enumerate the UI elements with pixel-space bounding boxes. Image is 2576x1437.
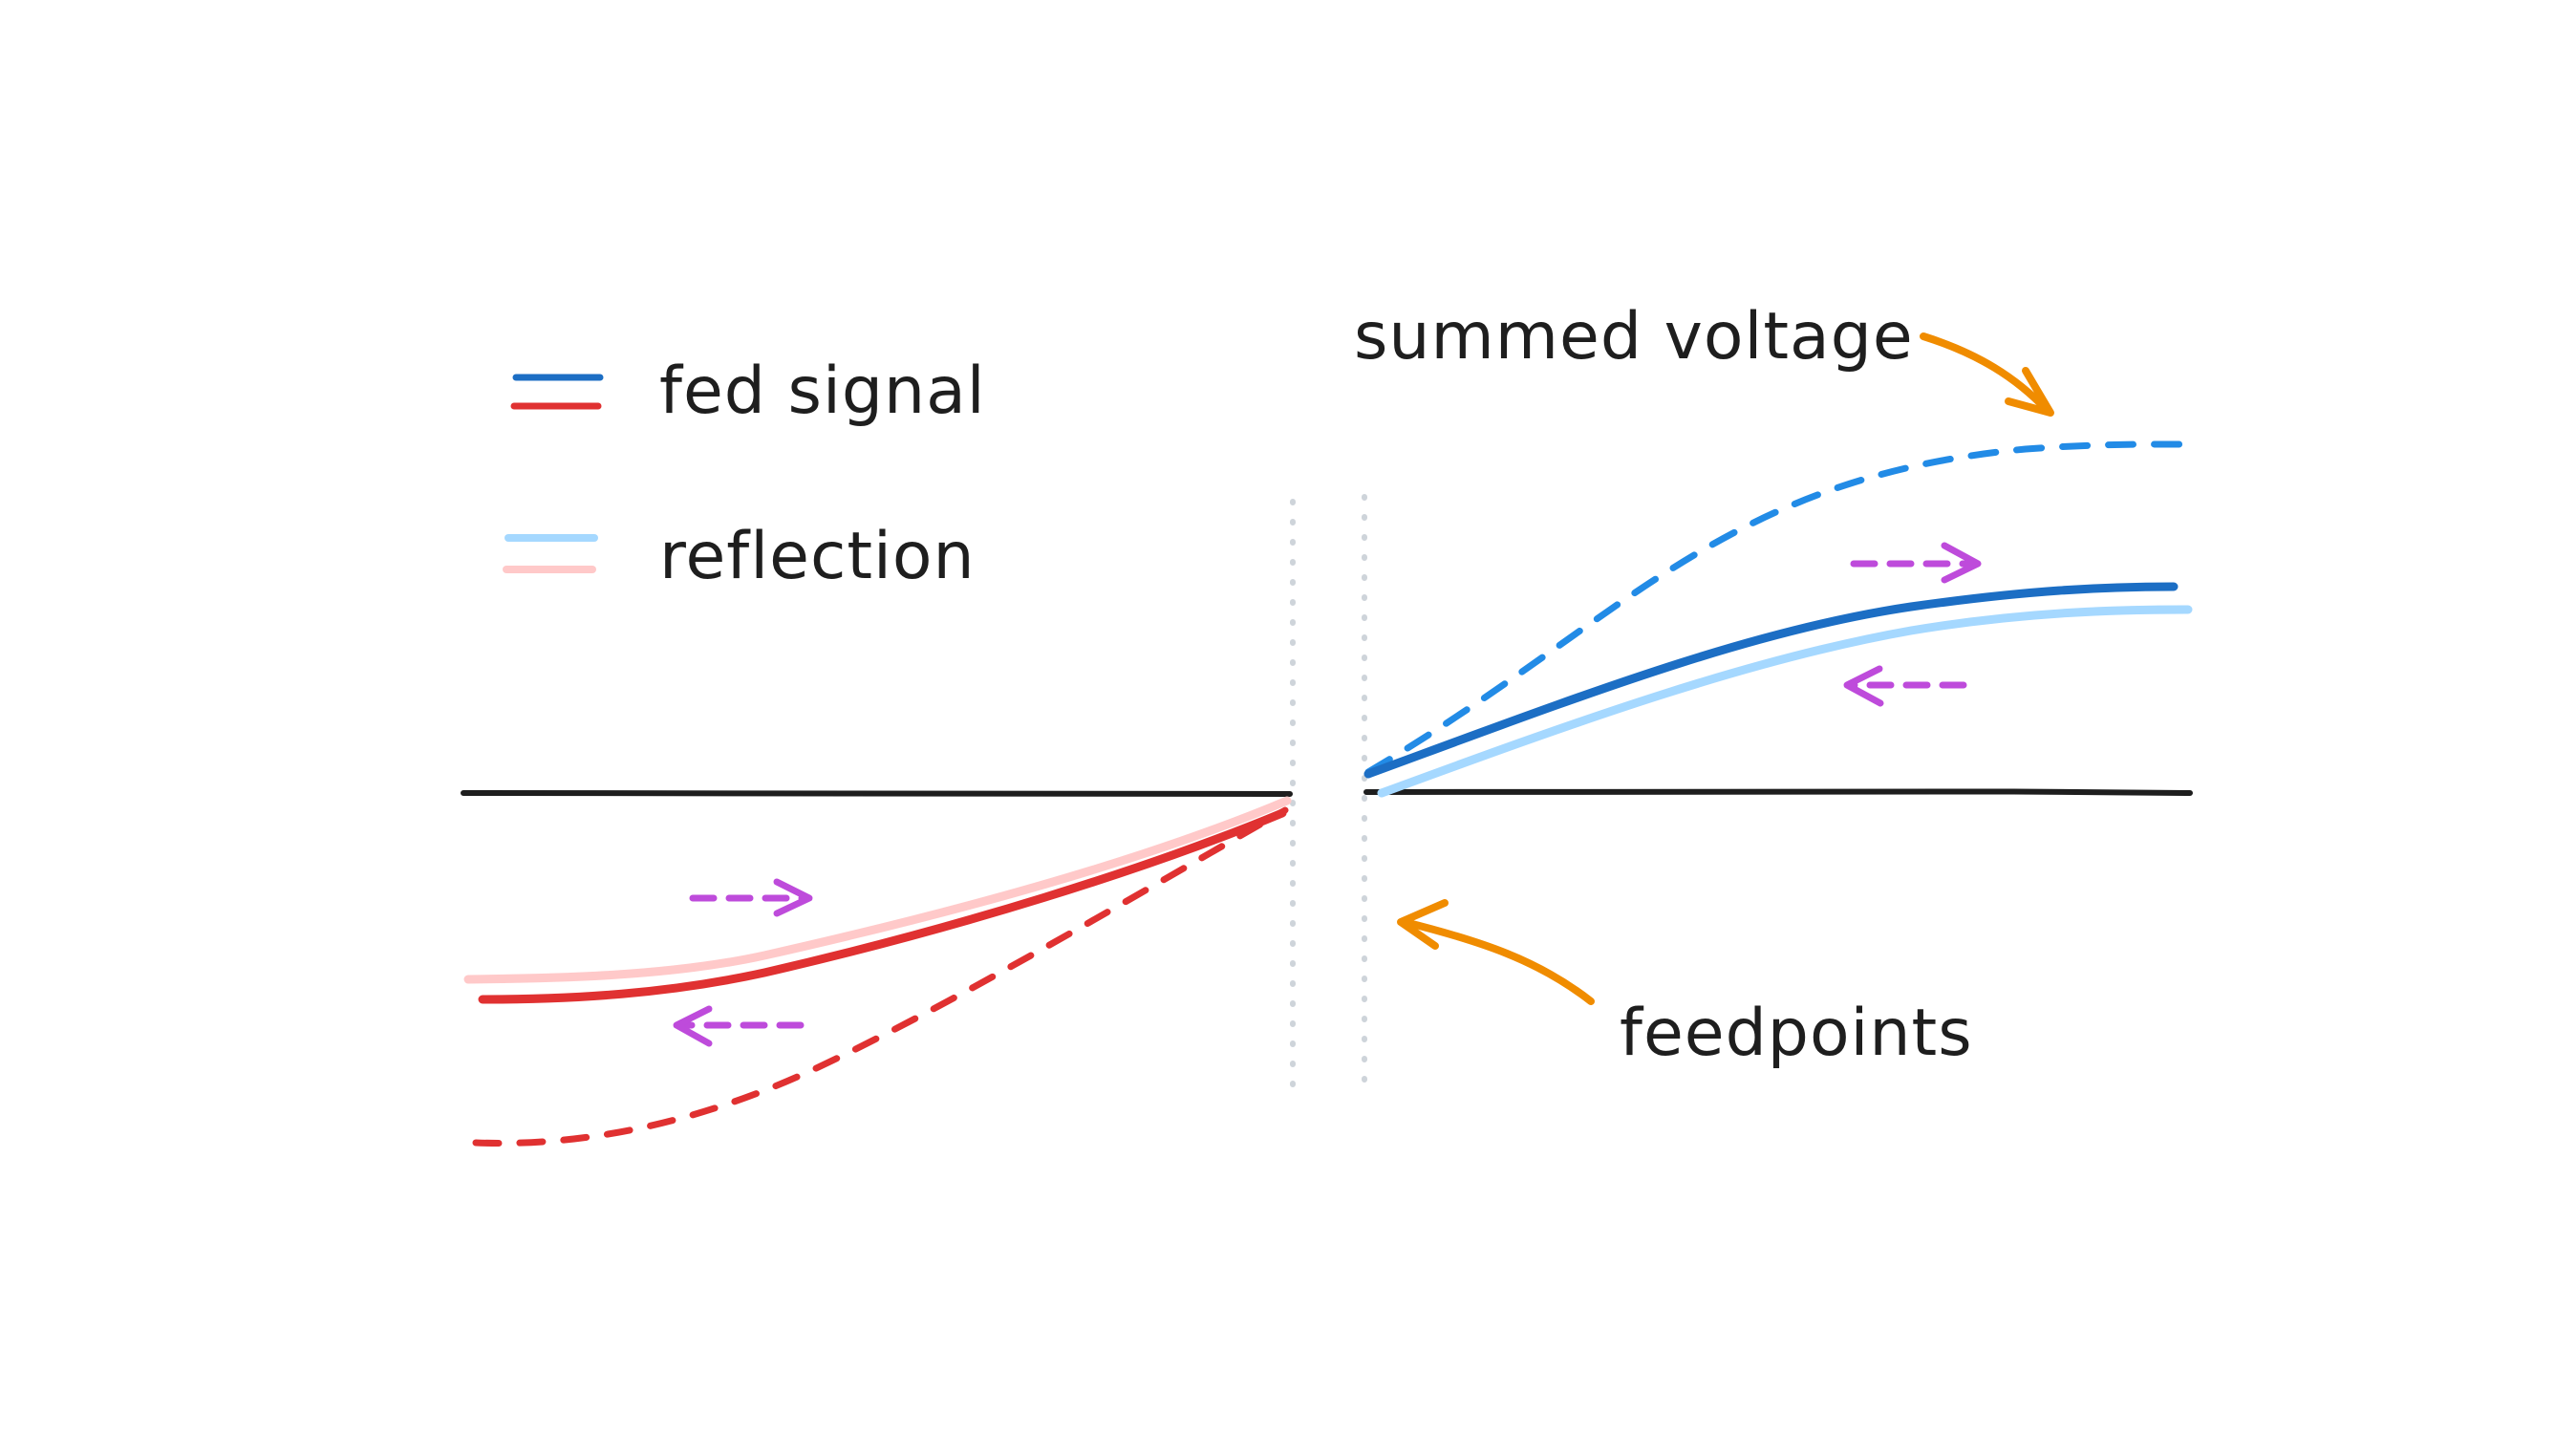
right-antenna-element [1363,787,2193,796]
summed-voltage-callout: summed voltage [1354,299,2054,417]
feedpoints-callout: feedpoints [1397,899,1973,1071]
left-reflection-curve [463,796,1292,984]
summed-voltage-label: summed voltage [1354,299,1914,375]
legend-reflection-label: reflection [659,519,976,594]
right-fed-signal-curve [1363,582,2179,779]
direction-arrows [673,542,1982,1047]
right-reflection-curve [1377,605,2193,798]
left-fed-signal-curve [478,808,1287,1004]
left-backward-dashed-arrow-icon [673,1005,805,1047]
feedpoint-gap [1290,494,1367,1106]
summed-voltage-curved-arrow-icon [1920,332,2054,417]
legend-fed-signal-label: fed signal [659,354,986,429]
right-forward-dashed-arrow-icon [1850,542,1982,584]
right-summed-voltage-curve [1364,440,2185,776]
antenna-baseline [461,787,2193,799]
right-backward-dashed-arrow-icon [1843,665,1967,707]
legend: fed signal reflection [503,354,986,594]
right-waves [1363,440,2193,798]
left-antenna-element [461,790,1293,799]
feedpoints-curved-arrow-icon [1397,899,1595,1005]
left-forward-dashed-arrow-icon [689,878,813,917]
left-summed-voltage-curve [472,806,1289,1147]
feedpoints-label: feedpoints [1620,996,1973,1071]
left-waves [463,796,1292,1147]
